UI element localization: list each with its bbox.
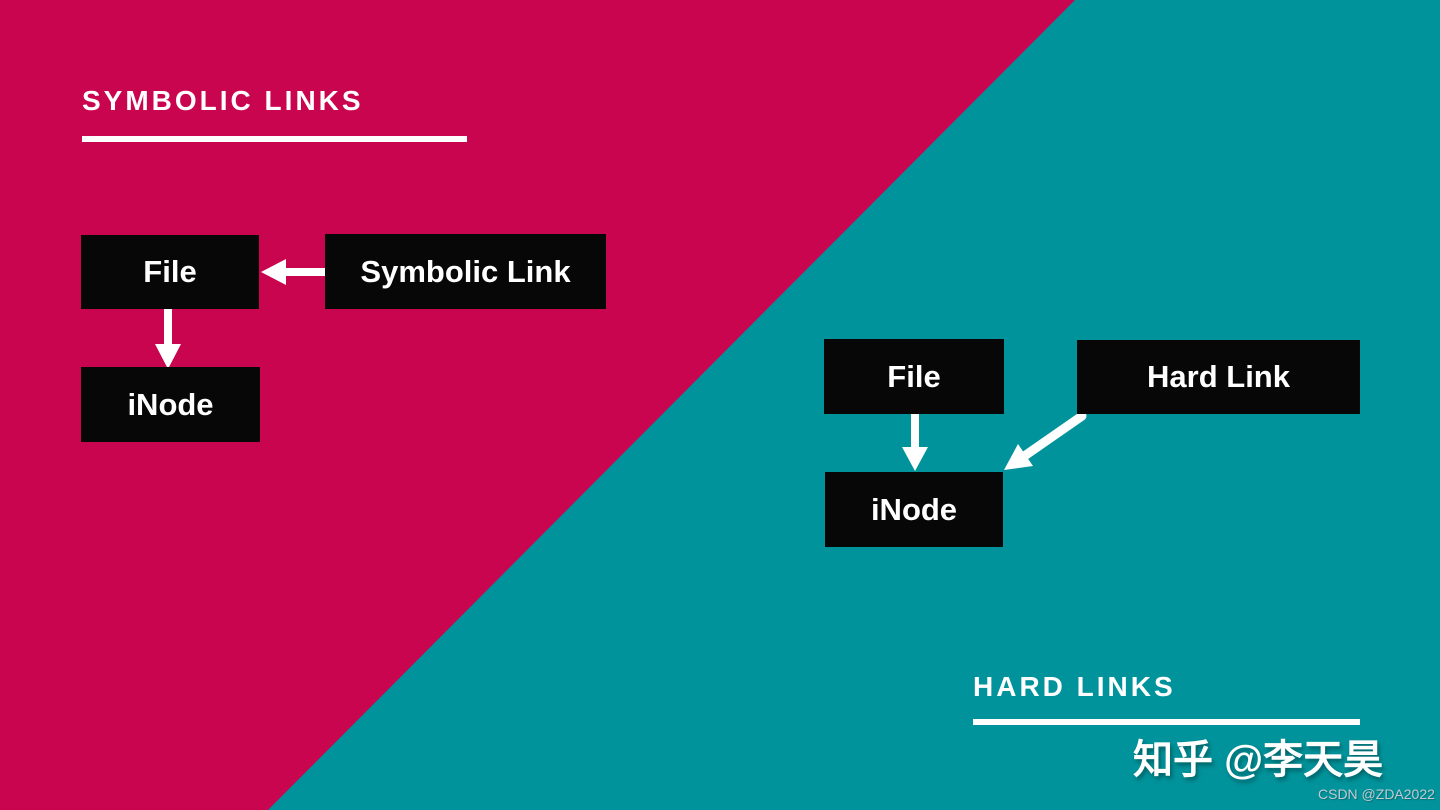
node-symbolic-file: File bbox=[81, 235, 259, 309]
csdn-watermark: CSDN @ZDA2022 bbox=[1318, 786, 1435, 802]
hard-links-title: HARD LINKS bbox=[973, 671, 1176, 702]
node-symbolic-inode: iNode bbox=[81, 367, 260, 442]
zhihu-watermark: 知乎 @李天昊 bbox=[1133, 738, 1384, 782]
node-symbolic-link: Symbolic Link bbox=[325, 234, 606, 309]
arrow-hardlink-to-inode bbox=[1004, 411, 1087, 470]
arrow-file-to-inode-right bbox=[902, 410, 928, 471]
node-hard-inode: iNode bbox=[825, 472, 1003, 547]
symbolic-links-underline bbox=[82, 136, 467, 142]
hard-links-underline bbox=[973, 719, 1360, 725]
node-hard-file: File bbox=[824, 339, 1004, 414]
symbolic-links-title: SYMBOLIC LINKS bbox=[82, 85, 364, 116]
node-hard-link: Hard Link bbox=[1077, 340, 1360, 414]
